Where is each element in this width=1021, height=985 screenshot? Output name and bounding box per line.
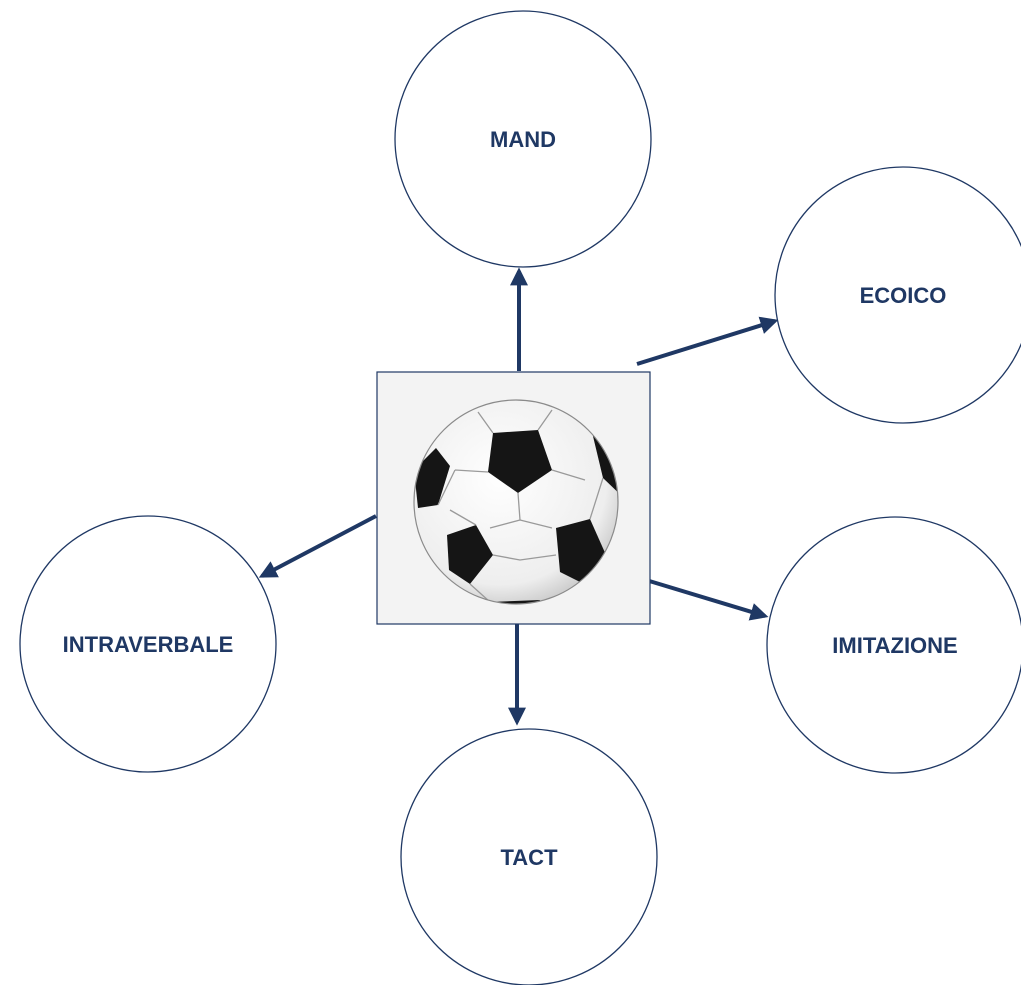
node-mand: MAND	[394, 10, 652, 268]
label-imitazione: IMITAZIONE	[832, 633, 957, 658]
circle-imitazione	[766, 516, 1021, 774]
arrow-to-intraverbale	[258, 514, 377, 578]
node-ecoico: ECOICO	[774, 166, 1021, 424]
node-tact: TACT	[400, 728, 658, 985]
circle-intraverbale	[19, 515, 277, 773]
circle-ecoico	[774, 166, 1021, 424]
node-imitazione: IMITAZIONE	[766, 516, 1021, 774]
label-intraverbale: INTRAVERBALE	[63, 632, 234, 657]
circle-mand	[394, 10, 652, 268]
node-intraverbale: INTRAVERBALE	[19, 515, 277, 773]
category-circles: MAND ECOICO IMITAZIONE TACT INTRAVERBALE	[19, 10, 1021, 985]
center-image-frame	[376, 371, 651, 625]
arrow-to-ecoico	[636, 316, 779, 366]
label-tact: TACT	[500, 845, 558, 870]
label-mand: MAND	[490, 127, 556, 152]
soccer-ball-icon	[413, 399, 619, 605]
arrow-to-imitazione	[645, 578, 769, 621]
label-ecoico: ECOICO	[860, 283, 947, 308]
connector-arrows	[258, 267, 779, 726]
circle-tact	[400, 728, 658, 985]
